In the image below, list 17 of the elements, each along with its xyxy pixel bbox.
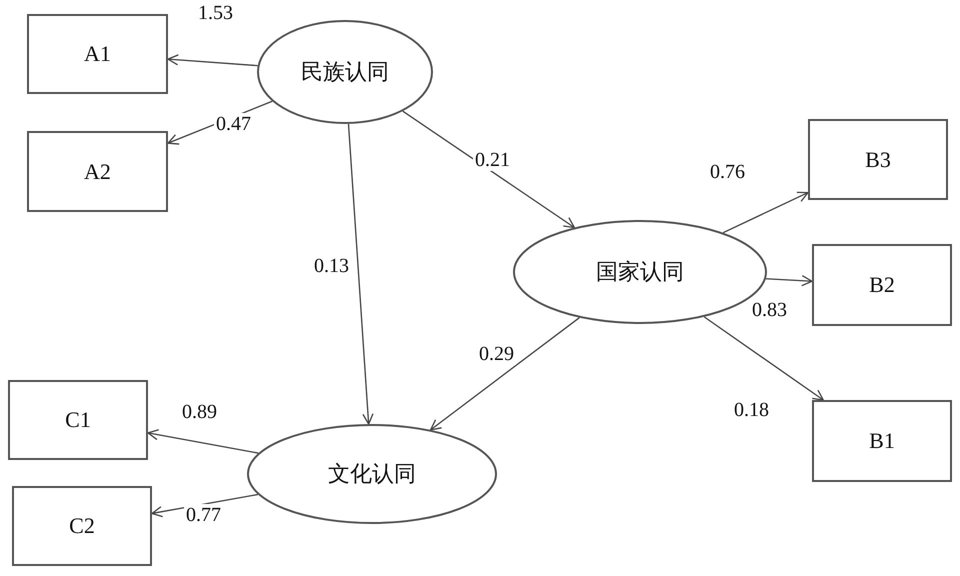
arrow (402, 110, 575, 228)
arrow (167, 54, 258, 66)
arrow (704, 316, 824, 401)
arrow (430, 317, 580, 430)
arrow (766, 275, 813, 286)
latent-variable-ellipse: 民族认同 (257, 20, 433, 124)
indicator-box: C2 (12, 486, 152, 566)
indicator-box: C1 (8, 380, 148, 460)
indicator-box: B2 (812, 244, 952, 326)
arrow (722, 192, 809, 234)
indicator-box: B1 (812, 400, 952, 482)
arrow (348, 124, 374, 425)
latent-variable-ellipse: 文化认同 (247, 424, 497, 524)
indicator-box: A2 (27, 131, 168, 212)
indicator-box: B3 (808, 119, 948, 200)
indicator-box: A1 (27, 14, 168, 94)
arrow (147, 429, 259, 454)
